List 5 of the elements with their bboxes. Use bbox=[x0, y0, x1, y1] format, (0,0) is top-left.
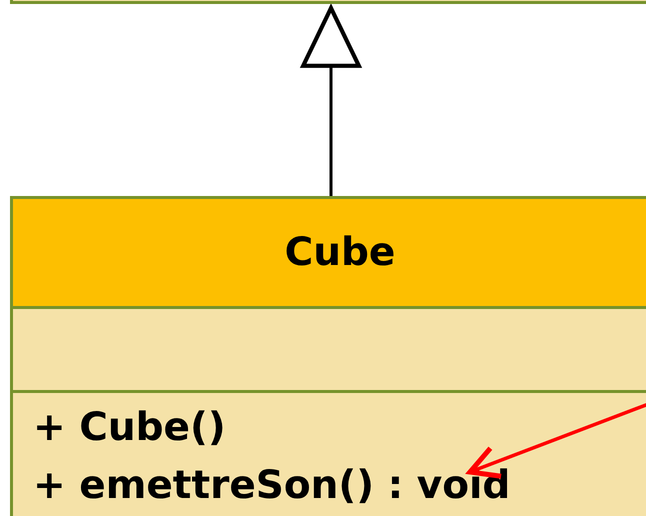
method-signature: + Cube() bbox=[33, 404, 227, 452]
method-signature: + emettreSon() : void bbox=[33, 462, 512, 510]
inheritance-arrow bbox=[301, 6, 361, 196]
class-name: Cube bbox=[284, 228, 396, 276]
class-box bbox=[10, 196, 646, 516]
